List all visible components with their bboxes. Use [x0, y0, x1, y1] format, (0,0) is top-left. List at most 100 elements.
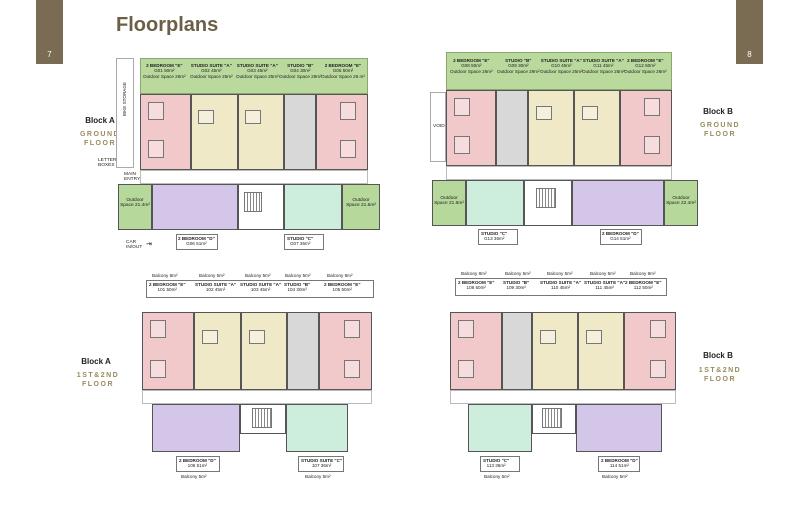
table: [582, 106, 598, 120]
unit-G10-outdoor: Outdoor Space 25m²: [540, 68, 583, 74]
unit-109-plan: [502, 312, 532, 390]
bed: [454, 98, 470, 116]
bed: [650, 360, 666, 378]
unit-G09-name: STUDIO "B": [505, 58, 532, 63]
unit-106-name: 2 BEDROOM "D": [179, 458, 216, 463]
bed: [644, 136, 660, 154]
unit-G06-plan: [152, 184, 238, 230]
unit-103-info: STUDIO SUITE "A"103 45m²: [240, 282, 281, 293]
unit-G08-outdoor: Outdoor Space 26m²: [450, 68, 493, 74]
unit-G04-name: STUDIO "B": [287, 63, 314, 68]
unit-G02-area: 45m²: [211, 68, 222, 74]
unit-111-plan: [578, 312, 624, 390]
unit-102-name: STUDIO SUITE "A": [195, 282, 237, 287]
corridor: [140, 170, 368, 184]
stairs: [244, 192, 262, 212]
unit-G11-name: STUDIO SUITE "A": [582, 58, 624, 63]
unit-G08-name: 2 BEDROOM "E": [453, 58, 490, 63]
unit-G07-area: 36m²: [299, 241, 311, 247]
unit-112-balcony: Balcony 8m²: [630, 271, 656, 276]
unit-G13-tag: [478, 229, 518, 245]
bed: [344, 320, 360, 338]
bed: [454, 136, 470, 154]
unit-G04-number: G04: [290, 68, 299, 74]
outdoor-right-label: Outdoor Space 21.6m²: [346, 198, 376, 209]
unit-104-plan: [287, 312, 319, 390]
unit-113-tag: [480, 456, 520, 472]
unit-G13-info: STUDIO "C"G13 36m²: [481, 231, 507, 242]
car-in-out-label: CAR IN/OUT: [126, 240, 143, 251]
bike-storage-label: BIKE STORAGE: [122, 82, 127, 117]
unit-113-balcony: Balcony 5m²: [484, 474, 510, 479]
unit-107-tag: [298, 456, 344, 472]
bed: [458, 320, 474, 338]
unit-103-name: STUDIO SUITE "A": [240, 282, 282, 287]
stairs: [542, 408, 562, 428]
unit-109-balcony: Balcony 5m²: [505, 271, 531, 276]
unit-106-info: 2 BEDROOM "D"106 51m²: [179, 458, 216, 469]
corridor: [450, 390, 676, 404]
blockB-ground-floor-label: GROUND FLOOR: [690, 121, 750, 139]
unit-106-tag: [176, 456, 220, 472]
blockA-ground-floor-label: GROUND FLOOR: [70, 130, 130, 148]
unit-114-name: 2 BEDROOM "D": [601, 458, 638, 463]
table: [586, 330, 602, 344]
unit-101-info: 2 BEDROOM "E"101 50m²: [149, 282, 186, 293]
bed: [644, 98, 660, 116]
unit-G09-outdoor: Outdoor Space 29m²: [497, 68, 540, 74]
unit-114-number: 114: [609, 463, 618, 469]
unit-103-plan: [241, 312, 287, 390]
unit-101-number: 101: [157, 287, 166, 293]
unit-113-area: 36m²: [495, 463, 506, 469]
unit-G09-plan: [496, 90, 528, 166]
unit-114-balcony: Balcony 5m²: [602, 474, 628, 479]
unit-110-plan: [532, 312, 578, 390]
unit-G13-plan: [466, 180, 524, 226]
blockB-upper-block-label: Block B: [703, 351, 733, 360]
bike-storage: [116, 58, 134, 168]
unit-113-plan: [468, 404, 532, 452]
unit-G07-name: STUDIO "C": [287, 236, 314, 241]
bed: [650, 320, 666, 338]
page-number-left: 7: [36, 0, 63, 64]
unit-G05-number: G05: [332, 68, 342, 74]
unit-G12-name: 2 BEDROOM "E": [627, 58, 664, 63]
unit-112-info: 2 BEDROOM "E"112 50m²: [625, 280, 662, 291]
arrow-icon: ⇥: [146, 241, 152, 248]
void: [430, 92, 446, 162]
unit-G03-name: STUDIO SUITE "A": [236, 63, 278, 68]
unit-G11-area: 45m²: [602, 63, 614, 69]
unit-105-info: 2 BEDROOM "E"105 50m²: [324, 282, 361, 293]
unit-107-balcony: Balcony 5m²: [305, 474, 331, 479]
outdoor-space-left: [118, 184, 152, 230]
blockB-upper-floor-line2: FLOOR: [704, 376, 736, 383]
blockB-upper-floor-line1: 1ST&2ND: [698, 367, 742, 374]
unit-106-plan: [152, 404, 240, 452]
blockA-ground-floor-line2: FLOOR: [84, 140, 116, 147]
unit-110-info: STUDIO SUITE "A"110 45m²: [540, 280, 581, 291]
unit-106-area: 51m²: [196, 463, 208, 469]
unit-102-number: 102: [205, 287, 214, 293]
unit-104-balcony: Balcony 5m²: [285, 273, 311, 278]
bed: [150, 320, 166, 338]
unit-G05-outdoor: Outdoor Space 26 m²: [321, 73, 365, 79]
unit-G07-plan: [284, 184, 342, 230]
unit-G10-number: G10: [551, 63, 560, 69]
unit-G11-outdoor: Outdoor Space 25m²: [582, 68, 625, 74]
unit-107-info: STUDIO SUITE "C"107 36m²: [301, 458, 342, 469]
unit-111-area: 45m²: [603, 285, 614, 291]
unit-110-name: STUDIO SUITE "A": [540, 280, 582, 285]
bed: [150, 360, 166, 378]
unit-G07-info: STUDIO "C"G07 36m²: [287, 236, 313, 247]
unit-113-name: STUDIO "C": [483, 458, 510, 463]
unit-108-info: 2 BEDROOM "E"108 50m²: [458, 280, 495, 291]
unit-114-area: 51m²: [618, 463, 629, 469]
